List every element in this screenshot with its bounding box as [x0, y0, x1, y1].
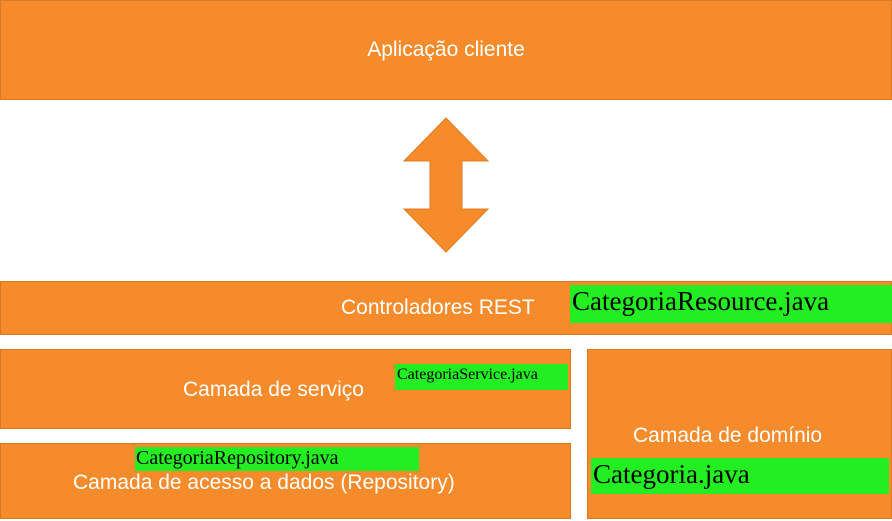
categoria-repository-file-tag: CategoriaRepository.java — [135, 447, 419, 471]
categoria-domain-file-tag: Categoria.java — [591, 458, 889, 494]
client-application-layer: Aplicação cliente — [0, 0, 892, 100]
client-application-label: Aplicação cliente — [367, 38, 525, 61]
double-vertical-arrow-icon — [402, 117, 490, 253]
service-layer-label: Camada de serviço — [183, 378, 364, 401]
domain-layer-label: Camada de domínio — [633, 424, 823, 447]
rest-controllers-label: Controladores REST — [341, 296, 535, 319]
data-access-layer-label: Camada de acesso a dados (Repository) — [73, 471, 455, 494]
categoria-resource-file-tag: CategoriaResource.java — [570, 285, 892, 323]
categoria-service-file-tag: CategoriaService.java — [395, 364, 568, 390]
